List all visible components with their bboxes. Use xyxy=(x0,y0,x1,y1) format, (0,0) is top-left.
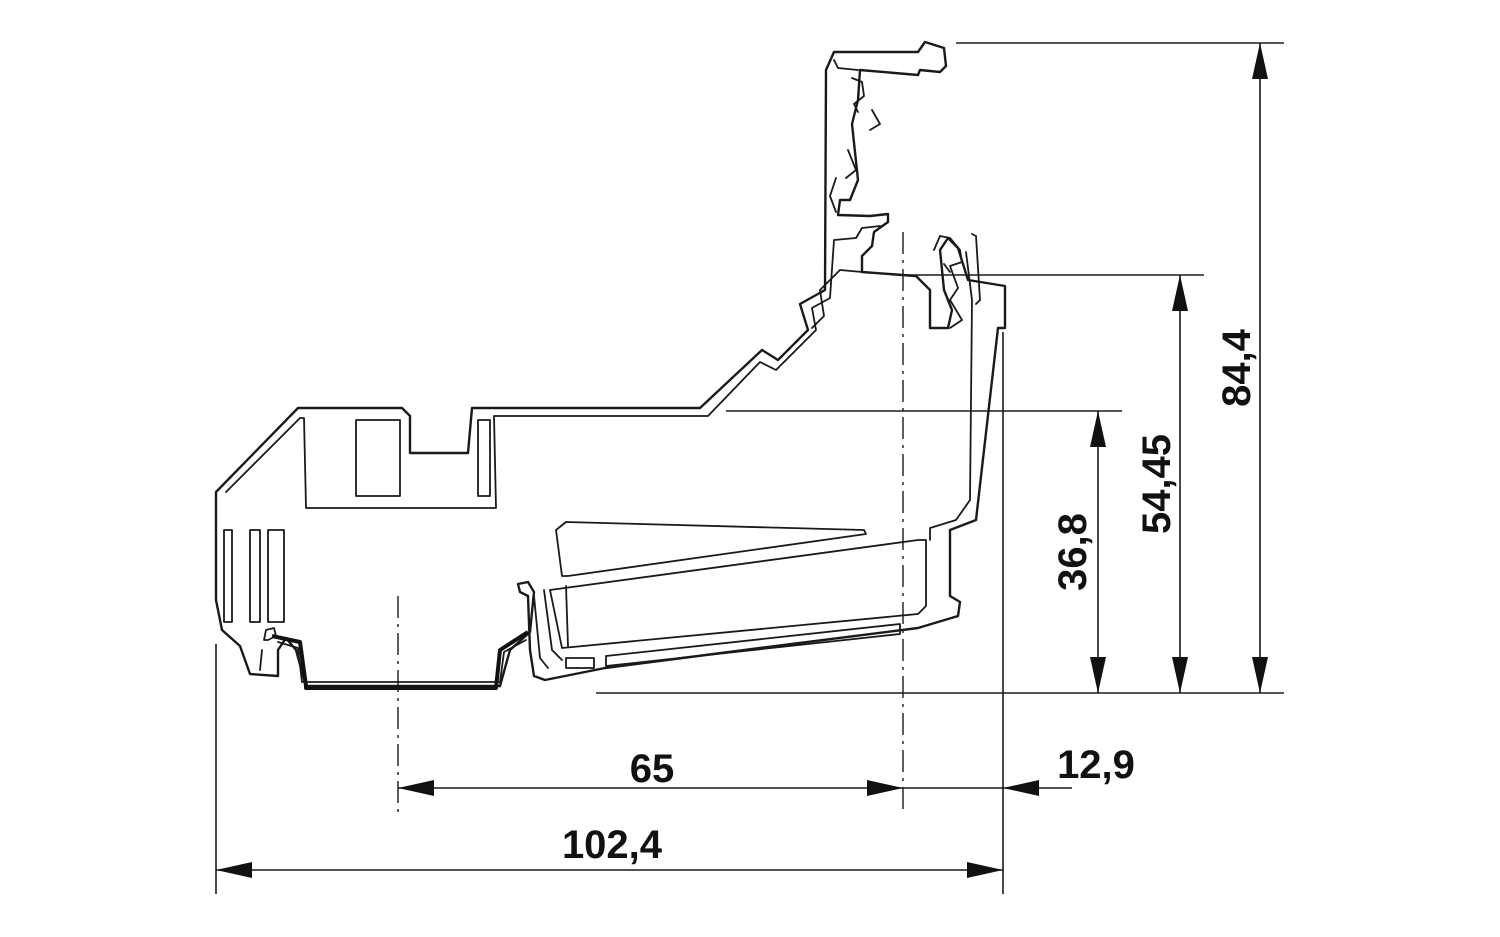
foot-clip-left xyxy=(259,627,277,671)
dim-label-upper-height: 54,45 xyxy=(1135,434,1179,534)
dimension-center-offset: 12,9 xyxy=(903,743,1135,796)
housing-inner-contour xyxy=(225,225,881,509)
marker-window xyxy=(355,419,401,497)
extension-lines xyxy=(215,42,1284,894)
dimension-total-height: 84,4 xyxy=(1215,43,1268,693)
foot-clip-right xyxy=(533,589,563,669)
grip-slot-3 xyxy=(267,529,285,623)
dimension-upper-height: 54,45 xyxy=(1135,275,1188,693)
bottom-slot-1 xyxy=(565,657,595,669)
dim-label-lower-height: 36,8 xyxy=(1051,513,1095,591)
latch-spring xyxy=(933,233,981,329)
vertical-slot xyxy=(477,419,491,497)
dimension-rail-to-center: 65 xyxy=(398,747,903,796)
din-rail-inner xyxy=(277,639,527,683)
grip-slot-1 xyxy=(223,529,233,623)
bottom-slot-2 xyxy=(605,623,901,667)
dim-label-total-height: 84,4 xyxy=(1215,328,1259,407)
inner-channel xyxy=(549,539,927,649)
grip-slot-2 xyxy=(249,529,261,623)
dim-label-total-width: 102,4 xyxy=(562,823,663,867)
housing-inner-right xyxy=(811,251,973,541)
top-hook xyxy=(829,59,881,213)
inner-wedge xyxy=(555,521,867,577)
dim-label-rail-to-center: 65 xyxy=(630,747,675,791)
inner-channel-line xyxy=(565,585,569,647)
dim-label-center-offset: 12,9 xyxy=(1057,743,1135,787)
housing-outline xyxy=(214,40,1007,688)
dimension-total-width: 102,4 xyxy=(216,823,1003,878)
din-rail xyxy=(271,630,530,690)
dimension-lower-height: 36,8 xyxy=(1051,411,1106,693)
terminal-block-housing xyxy=(214,40,1007,688)
